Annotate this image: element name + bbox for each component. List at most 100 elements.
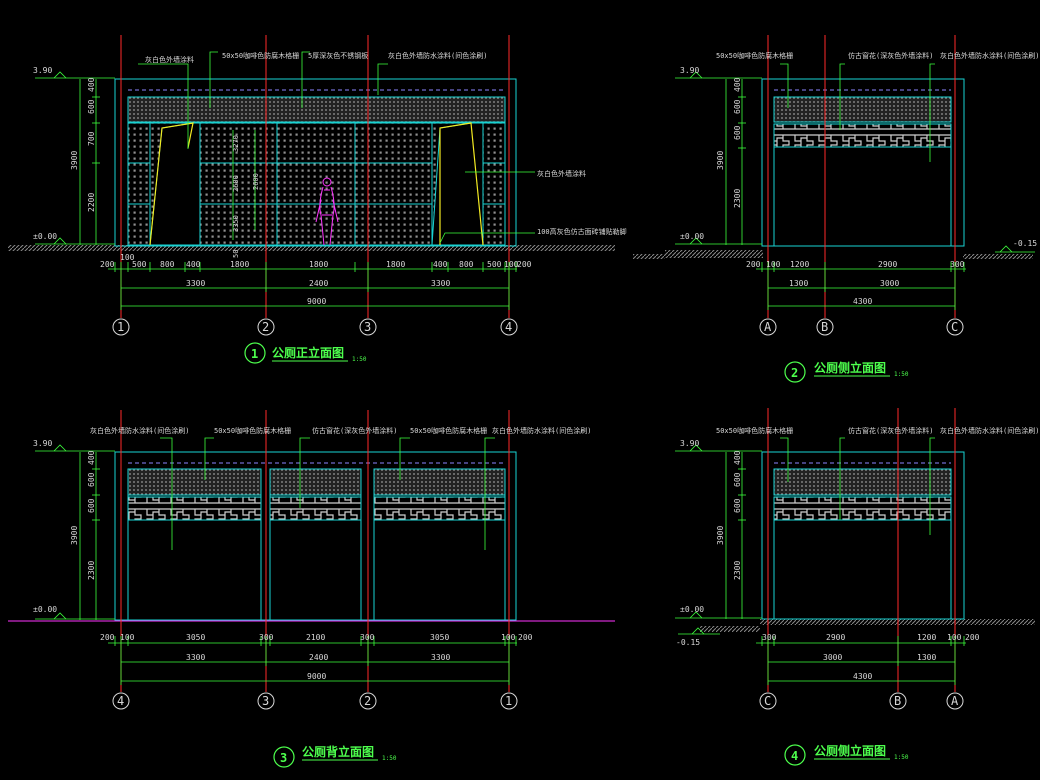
wood-grille-band bbox=[269, 468, 362, 496]
view-title: 公厕背立面图 bbox=[302, 744, 374, 759]
note: 100高灰色仿古面砖铺贴勒脚 bbox=[537, 227, 627, 236]
vdim: 2300 bbox=[733, 189, 742, 208]
hdim: 1200 bbox=[790, 260, 809, 269]
right-door-opening bbox=[431, 122, 484, 246]
wood-grille-band bbox=[773, 96, 952, 123]
hdim: 1800 bbox=[309, 260, 328, 269]
note: 灰白色外墙涂料 bbox=[145, 55, 194, 64]
view-title: 公厕侧立面图 bbox=[814, 743, 886, 758]
ground-hatch bbox=[700, 626, 760, 632]
inner-dim: 2600 bbox=[252, 173, 260, 190]
level-ground: ±0.00 bbox=[680, 232, 704, 241]
vdim: 600 bbox=[87, 99, 96, 114]
building-outline bbox=[114, 451, 517, 621]
view-number: 4 bbox=[791, 749, 798, 763]
hdim: 3000 bbox=[880, 279, 899, 288]
hdim: 200 bbox=[965, 633, 980, 642]
view-number: 1 bbox=[251, 347, 258, 361]
hdim: 2900 bbox=[878, 260, 897, 269]
building-outline bbox=[761, 451, 965, 620]
hdim: 500 bbox=[132, 260, 147, 269]
note: 灰白色外墙防水涂料(间色涂刷) bbox=[388, 51, 487, 60]
hdim: 1800 bbox=[230, 260, 249, 269]
vdim: 2300 bbox=[87, 561, 96, 580]
view-scale: 1:50 bbox=[352, 356, 367, 363]
level-ground: ±0.00 bbox=[33, 232, 57, 241]
axis-label: B bbox=[821, 320, 828, 334]
hdim: 2900 bbox=[826, 633, 845, 642]
hdim: 300 bbox=[762, 633, 777, 642]
axis-label: B bbox=[894, 694, 901, 708]
hdim: 800 bbox=[160, 260, 175, 269]
inner-dim: 2600 bbox=[232, 175, 240, 192]
inner-dim: 50 bbox=[232, 250, 240, 258]
hdim: 200 bbox=[517, 260, 532, 269]
level-top: 3.90 bbox=[680, 439, 699, 448]
vdim: 600 bbox=[733, 125, 742, 140]
note: 50x50咖啡色防腐木格栅 bbox=[222, 51, 299, 60]
ground-hatch bbox=[963, 254, 1033, 259]
note: 5厚深灰色不锈钢板 bbox=[308, 51, 368, 60]
hdim: 3300 bbox=[431, 653, 450, 662]
wood-grille-band bbox=[127, 468, 262, 496]
hdim: 1300 bbox=[917, 653, 936, 662]
ground-hatch bbox=[665, 250, 763, 258]
hdim: 500 bbox=[487, 260, 502, 269]
note: 仿古窗花(深灰色外墙涂料) bbox=[312, 426, 397, 435]
fret-window-band bbox=[773, 496, 952, 521]
note: 灰白色外墙涂料 bbox=[537, 169, 586, 178]
view-title: 公厕正立面图 bbox=[272, 345, 344, 360]
hdim: 3300 bbox=[186, 279, 205, 288]
hdim: 100 bbox=[501, 633, 516, 642]
axis-label: 3 bbox=[262, 694, 269, 708]
front-elevation: 3.90 ±0.00 400 600 700 3900 2 200 灰白色外墙涂料… bbox=[8, 35, 627, 364]
scale-figure bbox=[315, 177, 339, 246]
view-scale: 1:50 bbox=[382, 755, 397, 762]
level-top: 3.90 bbox=[33, 439, 52, 448]
back-elevation: 3.90 ±0.00 400 600 600 3900 2300 灰白色外墙防水… bbox=[8, 410, 615, 768]
side-elevation-a-c: 3.90 ±0.00 -0.15 400 600 600 3900 2300 5… bbox=[633, 35, 1039, 383]
hdim: 200 bbox=[100, 633, 115, 642]
note: 50x50咖啡色防腐木格栅 bbox=[214, 426, 291, 435]
hdim: 400 bbox=[186, 260, 201, 269]
hdim: 2400 bbox=[309, 653, 328, 662]
building-outline bbox=[114, 78, 517, 247]
hdim: 9000 bbox=[307, 672, 326, 681]
axis-label: A bbox=[764, 320, 772, 334]
hdim: 100 bbox=[120, 253, 135, 262]
note: 灰白色外墙防水涂料(间色涂刷) bbox=[492, 426, 591, 435]
axis-label: 2 bbox=[364, 694, 371, 708]
hdim: 3300 bbox=[186, 653, 205, 662]
vdim: 700 bbox=[87, 131, 96, 146]
hdim: 3050 bbox=[186, 633, 205, 642]
hdim: 300 bbox=[259, 633, 274, 642]
note: 灰白色外墙防水涂料(间色涂刷) bbox=[90, 426, 189, 435]
hdim: 400 bbox=[433, 260, 448, 269]
axis-label: 2 bbox=[262, 320, 269, 334]
level-outdoor: -0.15 bbox=[676, 638, 700, 647]
vdim: 3900 bbox=[716, 151, 725, 170]
hdim: 300 bbox=[360, 633, 375, 642]
view-number: 3 bbox=[280, 751, 287, 765]
note: 灰白色外墙防水涂料(间色涂刷) bbox=[940, 426, 1039, 435]
hdim: 200 bbox=[100, 260, 115, 269]
view-scale: 1:50 bbox=[894, 371, 909, 378]
vdim: 400 bbox=[733, 450, 742, 465]
axis-label: A bbox=[951, 694, 959, 708]
hdim: 300 bbox=[950, 260, 965, 269]
wood-grille-band bbox=[127, 96, 506, 123]
axis-label: 4 bbox=[117, 694, 124, 708]
view-scale: 1:50 bbox=[894, 754, 909, 761]
hdim: 1200 bbox=[917, 633, 936, 642]
level-top: 3.90 bbox=[680, 66, 699, 75]
fret-window-band bbox=[773, 123, 952, 148]
hdim: 4300 bbox=[853, 297, 872, 306]
hdim: 200 bbox=[518, 633, 533, 642]
level-top: 3.90 bbox=[33, 66, 52, 75]
note: 50x50咖啡色防腐木格栅 bbox=[716, 51, 793, 60]
view-number: 2 bbox=[791, 366, 798, 380]
vdim: 400 bbox=[87, 77, 96, 92]
axis-label: 4 bbox=[505, 320, 512, 334]
vdim: 3900 bbox=[70, 151, 79, 170]
building-outline bbox=[761, 78, 965, 247]
